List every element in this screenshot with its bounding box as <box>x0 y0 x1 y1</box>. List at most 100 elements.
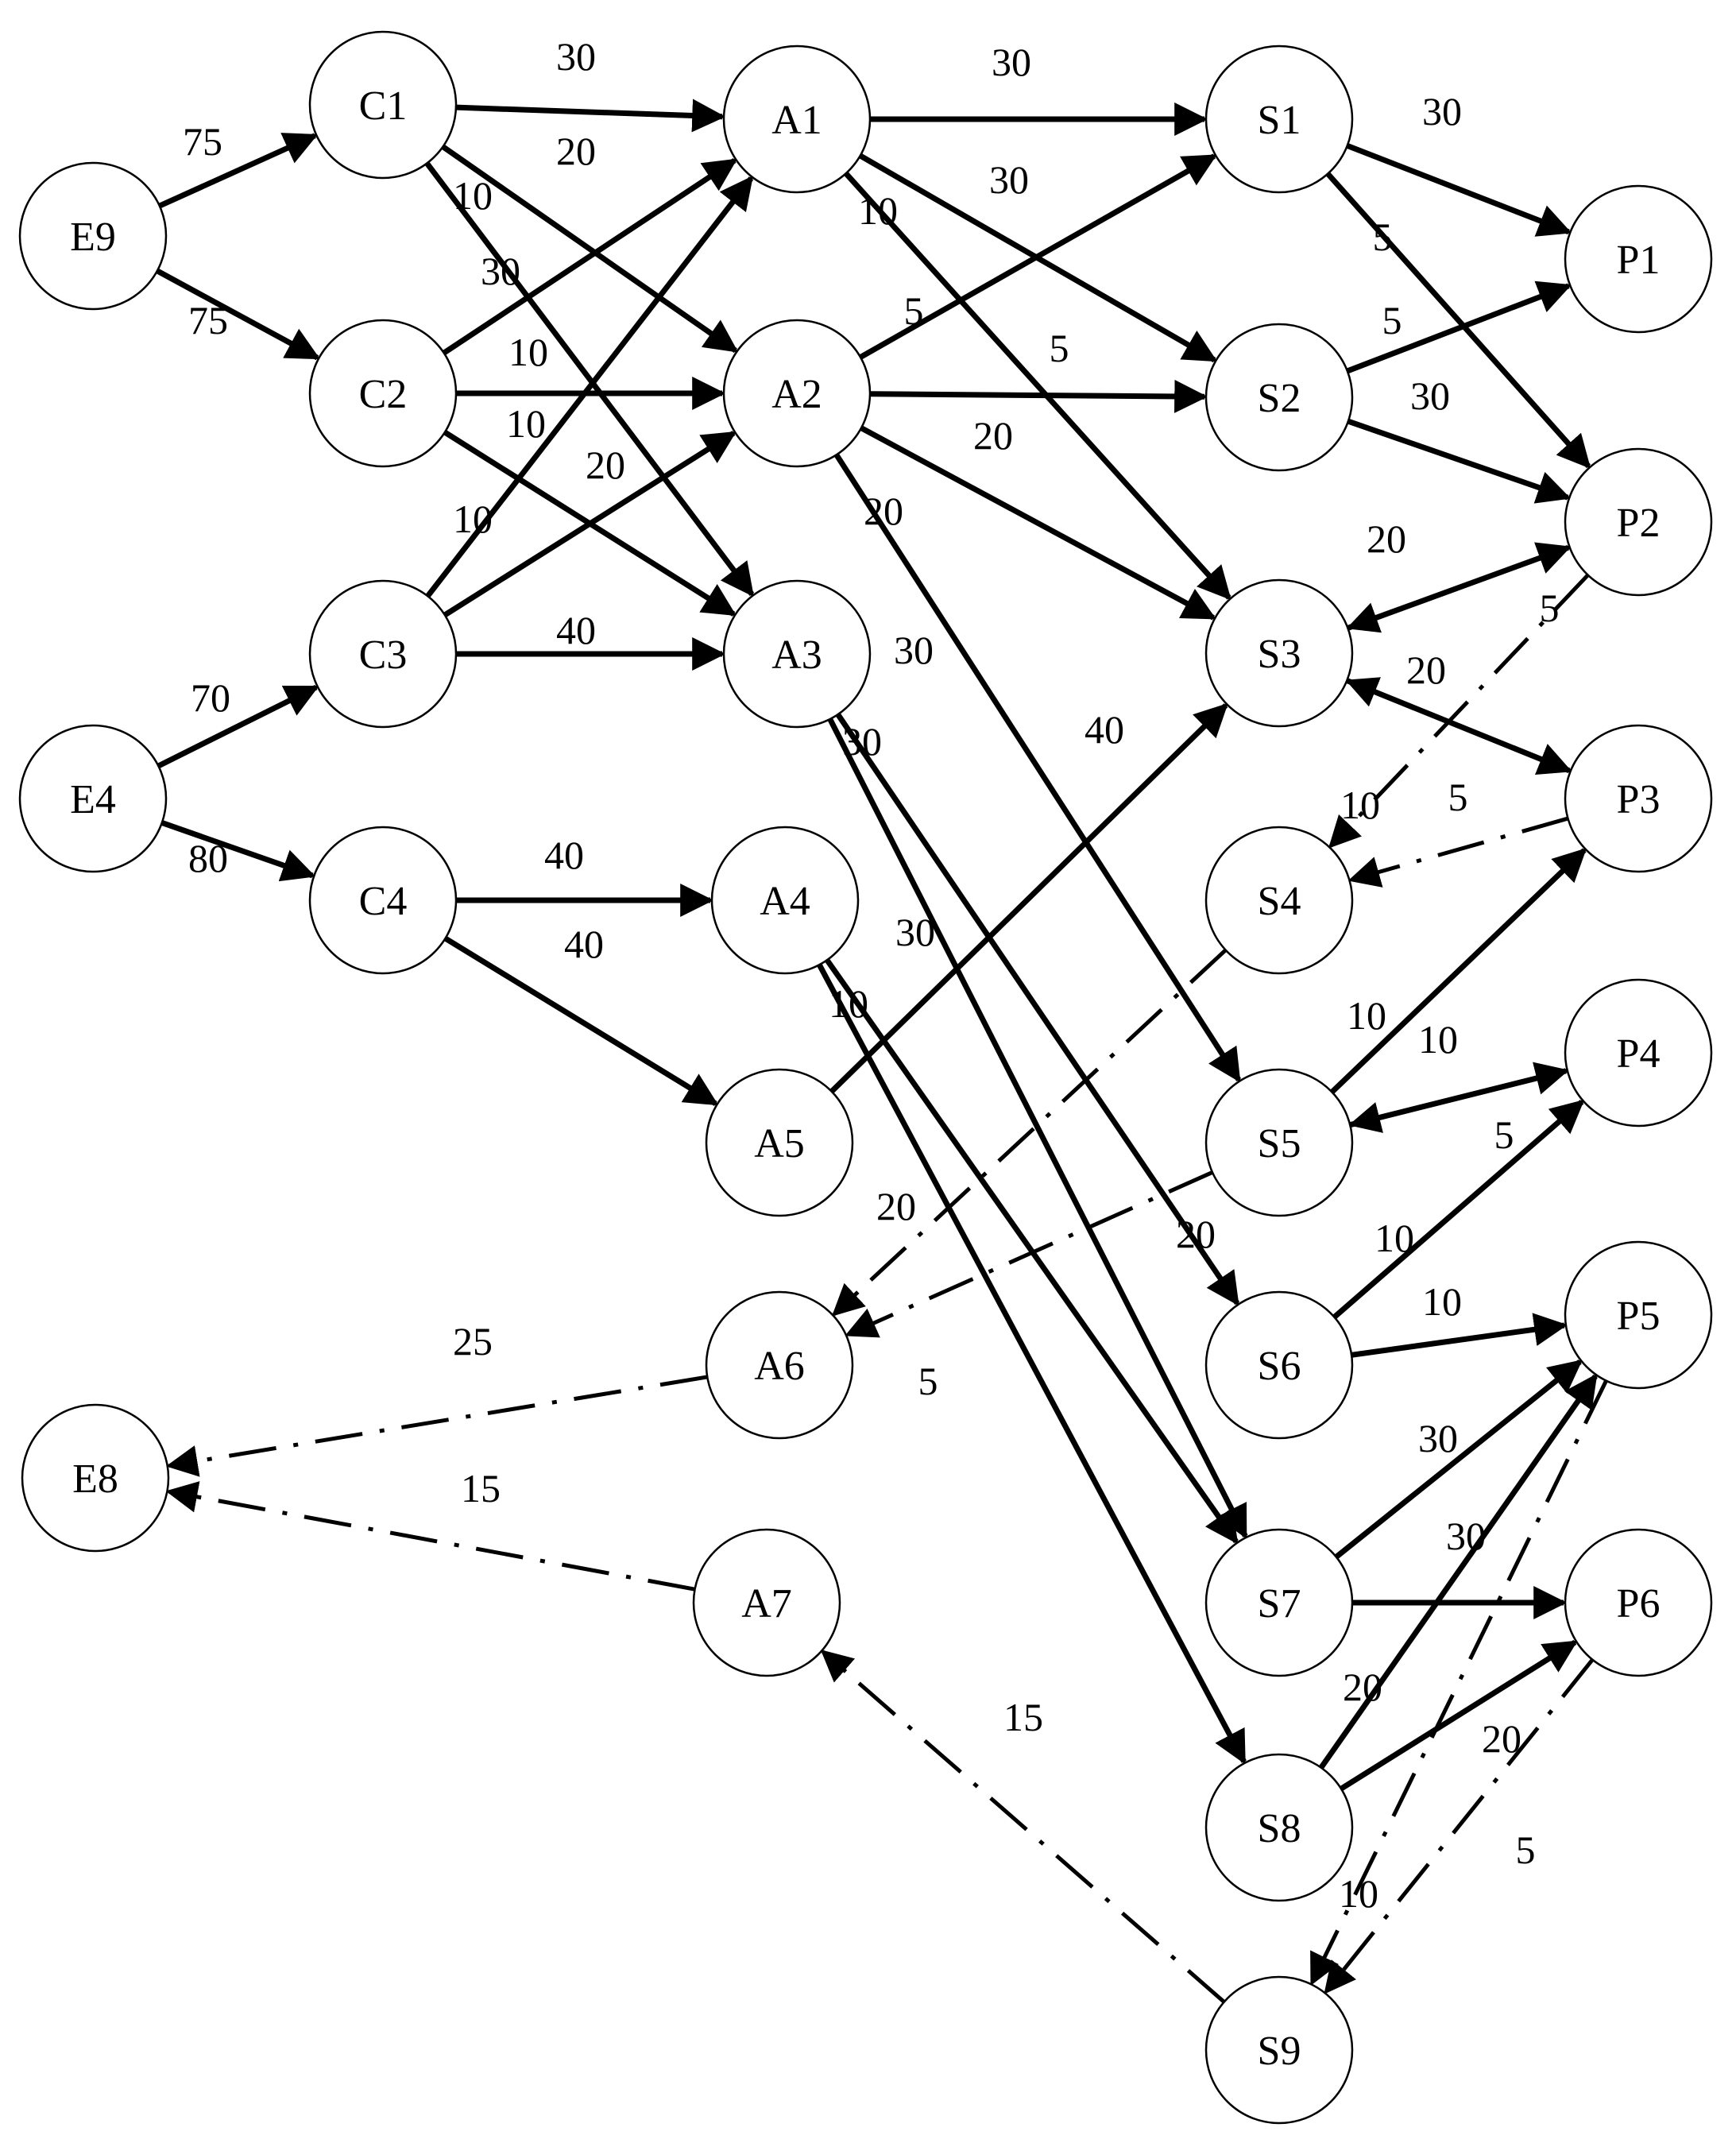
edge-e9-c2 <box>156 268 321 361</box>
node-label: P2 <box>1617 501 1661 546</box>
edge-s9-a7 <box>820 1650 1226 2004</box>
edge-e9-c1 <box>158 133 319 209</box>
node-circle <box>1204 826 1354 975</box>
node-label: A5 <box>754 1121 805 1166</box>
edge-a2-s2 <box>869 379 1208 413</box>
edge-label-c2-a2: 10 <box>508 330 548 374</box>
edge-label-s9-a7: 15 <box>1003 1695 1043 1739</box>
edge-label-a5-s3: 40 <box>1085 707 1124 752</box>
edge-p6-s9 <box>1324 1658 1595 1994</box>
node-s6: S6 <box>1204 1290 1354 1440</box>
edge-a2-s3 <box>860 425 1216 621</box>
edge-label-c1-a2: 20 <box>556 129 596 173</box>
node-e4: E4 <box>18 724 168 873</box>
edge-e4-c3 <box>157 684 319 769</box>
edge-a1-s3 <box>844 171 1231 601</box>
node-circle <box>710 826 860 975</box>
edge-c3-a2 <box>443 431 737 617</box>
node-circle <box>1204 1528 1354 1677</box>
edge-label-a2-s3: 20 <box>973 413 1013 458</box>
edge-s2-p1 <box>1346 280 1572 374</box>
edge-label-s7-p5: 30 <box>1418 1416 1458 1460</box>
edge-label-s8-p6: 20 <box>1482 1716 1521 1761</box>
edge-label-a7-e8: 15 <box>461 1466 501 1510</box>
node-label: P1 <box>1617 238 1661 283</box>
edge-p3-s4 <box>1347 816 1569 888</box>
edge-labels-layer: 7575708030201030101010204040403030105520… <box>183 34 1560 1916</box>
node-circle <box>308 826 458 975</box>
node-label: A3 <box>771 632 822 678</box>
edge-label-s5-p3: 10 <box>1347 993 1386 1038</box>
node-a6: A6 <box>705 1290 854 1440</box>
node-circle <box>21 1403 170 1553</box>
edge-label-s2-p1: 5 <box>1382 298 1402 342</box>
edge-a7-e8 <box>165 1481 696 1592</box>
node-circle <box>1204 44 1354 194</box>
node-circle <box>1564 1528 1713 1677</box>
node-label: S3 <box>1258 632 1301 677</box>
edge-p2-s4 <box>1328 573 1590 849</box>
edge-a2-s1 <box>859 153 1217 360</box>
edge-label-s2-p2: 30 <box>1410 373 1450 418</box>
edge-label-s4-a6: 20 <box>876 1184 916 1228</box>
node-label: C3 <box>359 632 408 678</box>
edge-label-c3-a3: 40 <box>556 608 596 652</box>
node-label: P4 <box>1617 1031 1661 1077</box>
node-circle <box>705 1290 854 1440</box>
edges-layer <box>156 99 1608 2004</box>
node-a4: A4 <box>710 826 860 975</box>
edge-p2-s3 <box>1346 545 1571 633</box>
node-circle <box>1204 1975 1354 2125</box>
node-s2: S2 <box>1204 323 1354 472</box>
edge-a3-s7 <box>827 718 1248 1539</box>
node-c1: C1 <box>308 30 458 180</box>
edge-label-s3-p3: 20 <box>1406 648 1446 692</box>
node-label: P6 <box>1617 1581 1661 1626</box>
edge-label-s8-p5: 20 <box>1343 1665 1382 1709</box>
edge-a6-e8 <box>165 1375 708 1477</box>
edge-label-a2-s2: 5 <box>1050 326 1069 370</box>
edge-label-p4-p4: 5 <box>1494 1112 1514 1157</box>
node-c3: C3 <box>308 579 458 729</box>
edge-label-s1-p1: 30 <box>1422 89 1462 133</box>
node-s8: S8 <box>1204 1753 1354 1902</box>
edge-a2-s5 <box>833 453 1242 1083</box>
node-e8: E8 <box>21 1403 170 1553</box>
node-circle <box>1564 184 1713 334</box>
edge-label-c1-a3: 10 <box>453 173 493 218</box>
edge-p4-s5 <box>1348 1068 1568 1133</box>
node-label: A7 <box>741 1581 792 1626</box>
node-label: S7 <box>1258 1581 1301 1626</box>
node-circle <box>1204 1753 1354 1902</box>
edge-c1-a3 <box>424 161 755 598</box>
node-a7: A7 <box>692 1528 841 1677</box>
node-label: C1 <box>359 83 408 129</box>
edge-s7-p5 <box>1334 1360 1583 1560</box>
node-label: S1 <box>1258 98 1301 143</box>
node-s3: S3 <box>1204 578 1354 728</box>
edge-label-s6-p5: 10 <box>1422 1279 1462 1324</box>
node-c4: C4 <box>308 826 458 975</box>
edge-p3-s3 <box>1345 677 1572 773</box>
edge-a4-s8 <box>817 963 1247 1765</box>
edge-s8-p5 <box>1318 1373 1598 1770</box>
node-circle <box>308 30 458 180</box>
node-circle <box>1204 1290 1354 1440</box>
edge-label-c1-a1: 30 <box>556 34 596 79</box>
node-p5: P5 <box>1564 1240 1713 1390</box>
node-label: A2 <box>771 372 822 417</box>
edge-label-c2-a3: 10 <box>506 401 546 446</box>
edge-label-s6-p4: 10 <box>1374 1216 1414 1260</box>
edge-label-e4-c4: 80 <box>188 836 228 880</box>
node-label: P3 <box>1617 777 1661 822</box>
node-circle <box>1204 1068 1354 1217</box>
edge-c4-a5 <box>443 935 719 1106</box>
node-s9: S9 <box>1204 1975 1354 2125</box>
edge-label-c3-a2: 20 <box>586 443 625 487</box>
node-label: S4 <box>1258 879 1301 924</box>
node-circle <box>1564 724 1713 873</box>
node-label: A1 <box>771 98 822 143</box>
edge-label-a6-e8: 25 <box>453 1319 493 1363</box>
node-label: E4 <box>70 777 116 822</box>
